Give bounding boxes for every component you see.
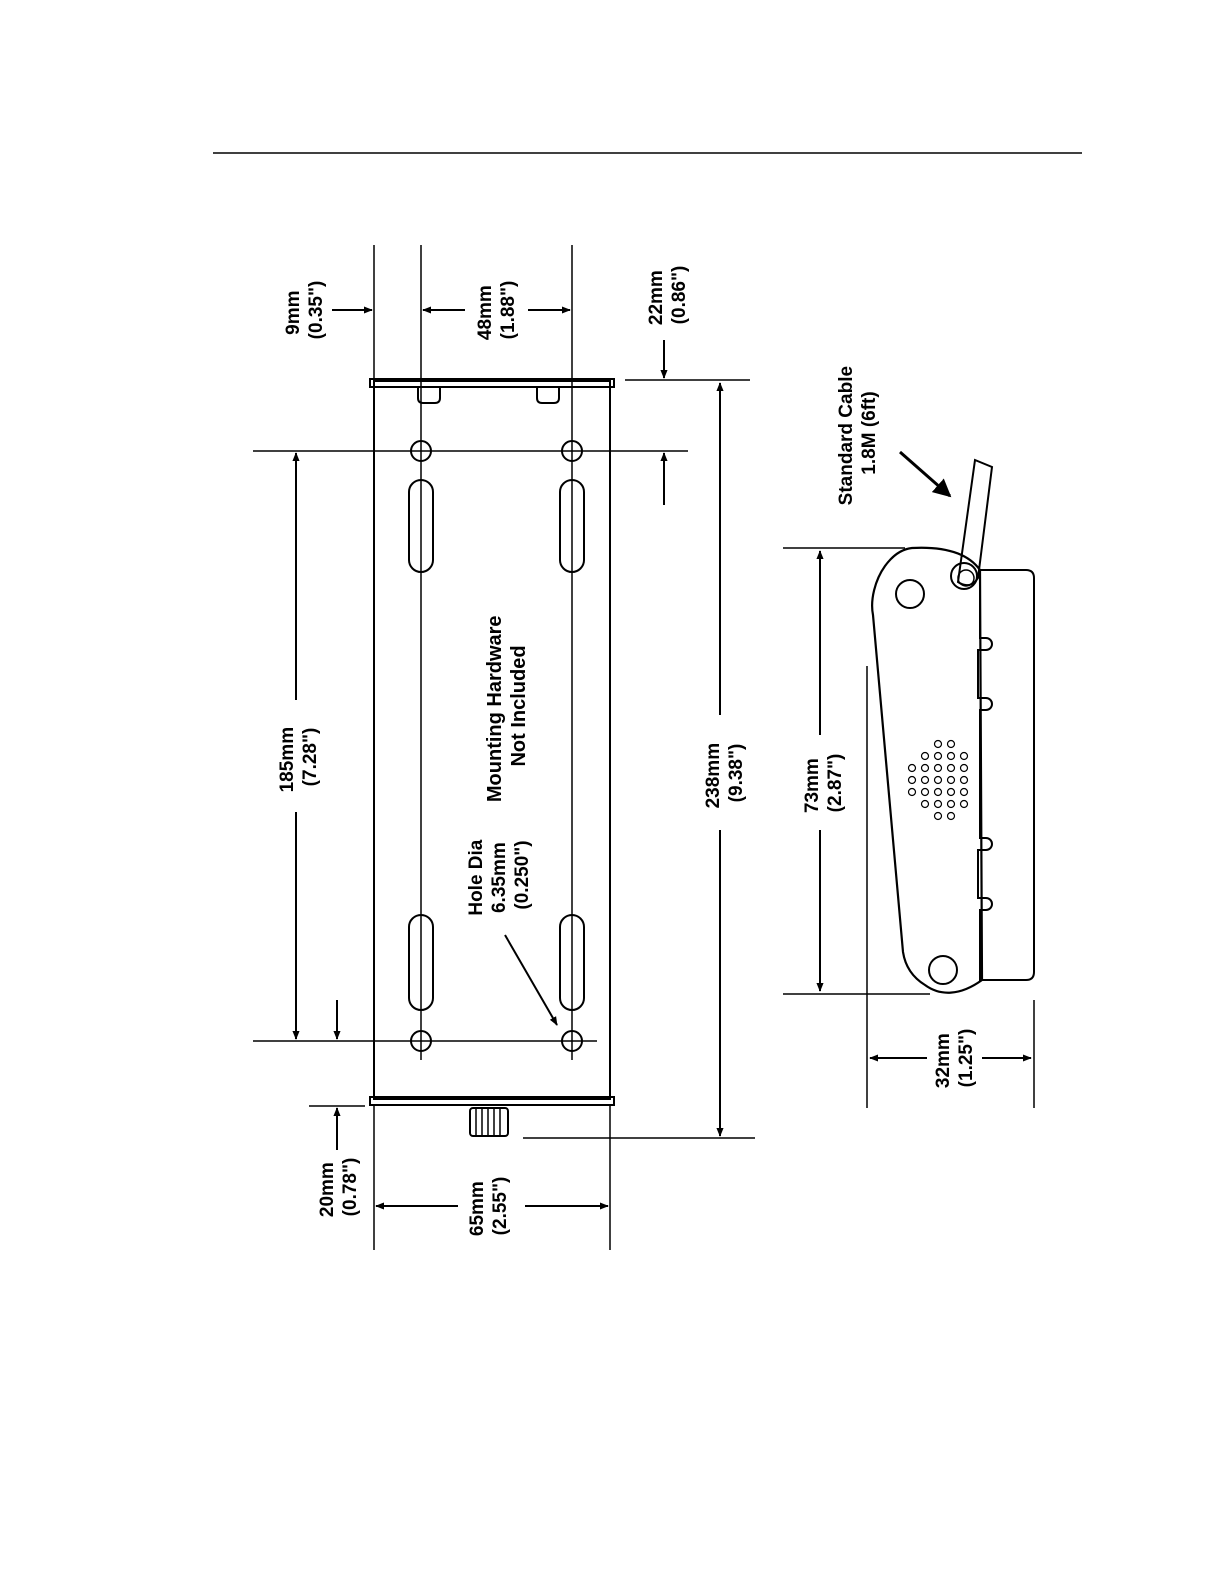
grille-hole — [948, 777, 955, 784]
bracket-side-view — [872, 460, 1034, 993]
grille-hole — [935, 753, 942, 760]
dim-238mm-label: 238mm (9.38") — [703, 738, 747, 809]
speaker-grille — [909, 741, 968, 820]
cable-leader-arrow — [900, 452, 950, 496]
side-screw-hole — [929, 956, 957, 984]
grille-hole — [948, 765, 955, 772]
grille-hole — [935, 765, 942, 772]
grille-hole — [909, 789, 916, 796]
grille-hole — [948, 741, 955, 748]
dim-32mm-label: 32mm (1.25") — [933, 1028, 977, 1088]
grille-hole — [909, 765, 916, 772]
dim-22mm-label: 22mm (0.86") — [646, 265, 690, 325]
grille-hole — [961, 801, 968, 808]
grille-hole — [961, 777, 968, 784]
dim-73mm-label: 73mm (2.87") — [802, 753, 846, 813]
grille-hole — [961, 753, 968, 760]
top-notch-right — [537, 387, 559, 403]
grille-hole — [948, 813, 955, 820]
grille-hole — [922, 789, 929, 796]
dim-65mm-label: 65mm (2.55") — [467, 1176, 511, 1236]
mounting-hardware-note: Mounting Hardware Not Included — [484, 610, 530, 802]
hole-diameter-note: Hole Dia 6.35mm (0.250") — [466, 834, 533, 915]
grille-hole — [935, 813, 942, 820]
dim-185mm-label: 185mm (7.28") — [277, 722, 321, 793]
dim-20mm-label: 20mm (0.78") — [317, 1157, 361, 1217]
grille-hole — [922, 777, 929, 784]
grille-hole — [961, 789, 968, 796]
grille-hole — [922, 801, 929, 808]
grille-hole — [922, 753, 929, 760]
grille-hole — [922, 765, 929, 772]
grille-hole — [948, 801, 955, 808]
cable-note: Standard Cable 1.8M (6ft) — [836, 361, 880, 506]
dim-9mm-label: 9mm (0.35") — [283, 281, 327, 340]
hole-leader-arrow — [505, 935, 557, 1025]
grille-hole — [948, 753, 955, 760]
grille-hole — [909, 777, 916, 784]
grille-hole — [935, 741, 942, 748]
dim-48mm-label: 48mm (1.88") — [475, 280, 519, 340]
grille-hole — [935, 801, 942, 808]
grille-hole — [961, 765, 968, 772]
cable — [958, 460, 992, 585]
grille-hole — [935, 789, 942, 796]
cable-grommet-inner — [958, 570, 974, 586]
grille-hole — [948, 789, 955, 796]
side-plate — [978, 570, 1034, 980]
side-screw-hole — [896, 580, 924, 608]
grille-hole — [935, 777, 942, 784]
thumbscrew — [466, 1105, 512, 1136]
